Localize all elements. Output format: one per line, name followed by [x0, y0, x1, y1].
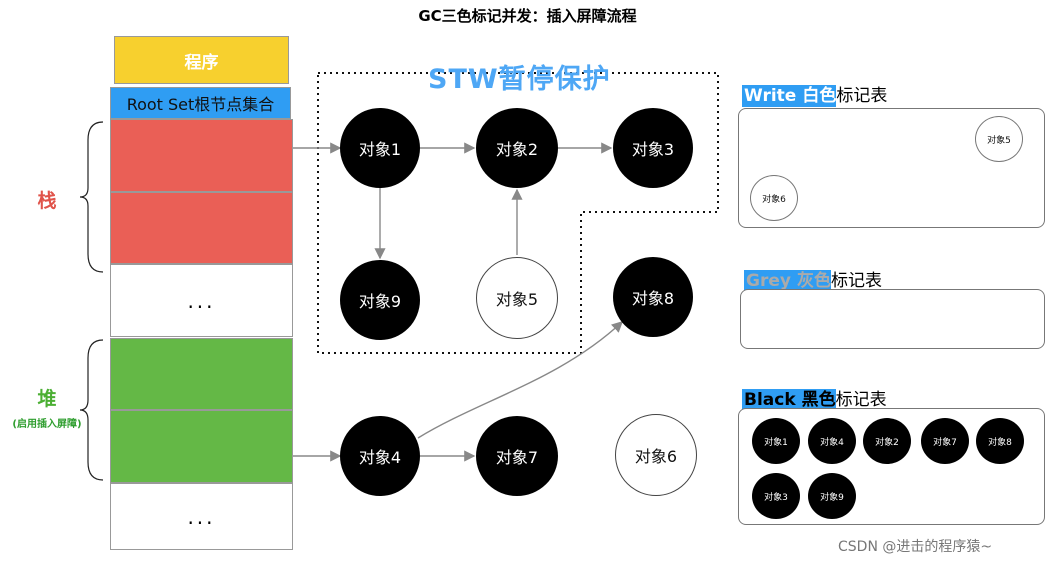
black-table-item-obj2: 对象2 [863, 418, 911, 464]
grey-table-name-en: Grey [744, 270, 791, 292]
stack-cell-2 [110, 192, 293, 264]
black-table-item-obj8: 对象8 [976, 418, 1024, 464]
object-node-9: 对象9 [340, 260, 420, 340]
heap-note: (启用插入屏障) [12, 419, 82, 430]
heap-brace [79, 339, 104, 481]
object-node-5: 对象5 [476, 257, 558, 339]
white-table-suffix: 标记表 [836, 86, 888, 106]
black-table-item-obj3: 对象3 [752, 473, 800, 519]
white-table-item-obj5: 对象5 [975, 116, 1023, 162]
program-block: 程序 [114, 36, 289, 84]
stack-label: 栈 [37, 190, 57, 212]
heap-ellipsis-cell: ... [110, 483, 293, 550]
white-table-item-obj6: 对象6 [750, 175, 798, 221]
edge-obj4-to-obj8 [417, 321, 624, 439]
diagram-title: GC三色标记并发：插入屏障流程 [418, 7, 637, 25]
object-node-2: 对象2 [476, 108, 558, 188]
stw-region-outline [317, 72, 719, 354]
black-table-item-obj9: 对象9 [808, 473, 856, 519]
object-node-8: 对象8 [613, 257, 693, 337]
object-node-7: 对象7 [476, 416, 558, 496]
heap-label: 堆 [37, 388, 57, 410]
white-table-name-en: Write [742, 85, 797, 107]
object-node-1: 对象1 [340, 108, 420, 188]
black-table-name-cn: 黑色 [795, 389, 836, 411]
stack-cell-1 [110, 119, 293, 192]
heap-cell-1 [110, 338, 293, 410]
object-node-4: 对象4 [340, 416, 420, 496]
black-table-item-obj1: 对象1 [752, 418, 800, 464]
white-table-name-cn: 白色 [796, 85, 837, 107]
grey-table-name-cn: 灰色 [790, 270, 831, 292]
stack-brace [79, 121, 104, 273]
black-table-item-obj7: 对象7 [921, 418, 969, 464]
black-table-item-obj4: 对象4 [808, 418, 856, 464]
object-node-6: 对象6 [615, 414, 697, 496]
rootset-block: Root Set根节点集合 [110, 87, 291, 119]
black-table-name-en: Black [742, 389, 796, 411]
black-table-suffix: 标记表 [835, 390, 887, 410]
heap-cell-2 [110, 410, 293, 483]
grey-table-box [740, 289, 1045, 349]
stw-title: STW暂停保护 [428, 64, 611, 95]
stack-ellipsis-cell: ... [110, 264, 293, 337]
grey-table-suffix: 标记表 [830, 271, 882, 291]
object-node-3: 对象3 [613, 108, 693, 188]
watermark-text: CSDN @进击的程序猿~ [838, 539, 993, 555]
